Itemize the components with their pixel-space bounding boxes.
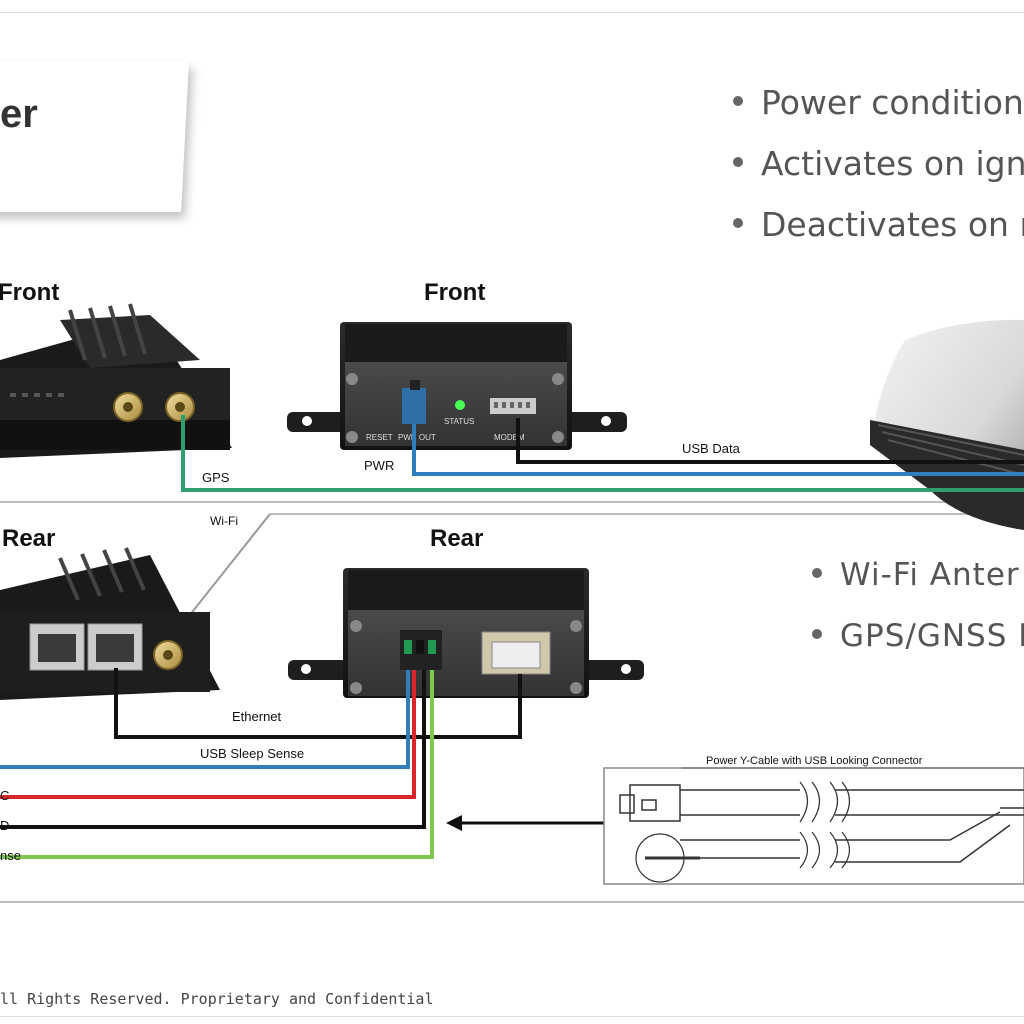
power-module-rear xyxy=(288,568,644,698)
usb-data-label: USB Data xyxy=(682,441,741,456)
bullet-power-conditioning: Power conditioni xyxy=(733,83,1024,122)
sense-label: nse xyxy=(0,848,21,863)
bullet-text: Activates on ignit xyxy=(761,144,1024,183)
left-rear-label: Rear xyxy=(2,525,55,552)
footer-copyright: ll Rights Reserved. Proprietary and Conf… xyxy=(0,990,434,1008)
slide-bottom-border xyxy=(0,1016,1024,1017)
bullet-wifi-antenna: Wi-Fi Anter xyxy=(812,557,1020,593)
dc-label: C xyxy=(0,788,9,803)
power-module-front: RESET PWR OUT STATUS MODEM xyxy=(287,322,627,450)
cable-drawing xyxy=(603,767,1024,885)
router-front xyxy=(0,303,232,458)
ethernet-wire xyxy=(114,668,522,739)
gps-wire xyxy=(181,415,1024,492)
wifi-label: Wi-Fi xyxy=(210,514,238,528)
module-rear-label: Rear xyxy=(430,525,483,552)
usb-sleep-sense-label: USB Sleep Sense xyxy=(200,746,304,761)
bullet-dot xyxy=(812,567,822,578)
cable-arrowhead xyxy=(446,815,462,831)
gps-label: GPS xyxy=(202,470,230,485)
usb-sleep-sense-wire xyxy=(0,670,410,769)
bullet-text: Deactivates on ro xyxy=(761,205,1024,244)
bullet-text: Wi-Fi Anter xyxy=(840,557,1020,593)
pwr-label: PWR xyxy=(364,458,394,473)
usb-data-wire xyxy=(516,418,1024,464)
ground-wire xyxy=(0,670,426,829)
cable-drawing-title: Power Y-Cable with USB Looking Connector xyxy=(706,755,923,767)
port-label-status: STATUS xyxy=(444,417,474,426)
pwr-wire xyxy=(412,424,1024,476)
bullet-dot xyxy=(733,95,743,106)
left-front-label: Front xyxy=(0,279,59,306)
bullet-text: Power conditioni xyxy=(761,83,1024,122)
port-label-reset: RESET xyxy=(366,433,393,442)
gnd-label: D xyxy=(0,818,9,833)
bullet-dot xyxy=(733,156,743,167)
bullet-text: GPS/GNSS I xyxy=(840,618,1024,654)
ignition-sense-wire xyxy=(0,670,434,859)
dc-power-wire xyxy=(0,670,416,799)
slide-top-border xyxy=(0,12,1024,13)
module-front-label: Front xyxy=(424,279,485,306)
bullet-deactivates: Deactivates on ro xyxy=(733,205,1024,244)
bullet-gps-gnss: GPS/GNSS I xyxy=(812,618,1024,654)
bullet-activates-ignition: Activates on ignit xyxy=(733,144,1024,183)
port-label-pwr-out: PWR OUT xyxy=(398,433,436,442)
slide-title: er xyxy=(0,92,38,136)
router-rear xyxy=(0,547,220,700)
dome-antenna xyxy=(870,319,1024,530)
ethernet-label: Ethernet xyxy=(232,709,282,724)
bullet-dot xyxy=(812,628,822,639)
port-label-modem: MODEM xyxy=(494,433,525,442)
bullet-dot xyxy=(733,217,743,228)
